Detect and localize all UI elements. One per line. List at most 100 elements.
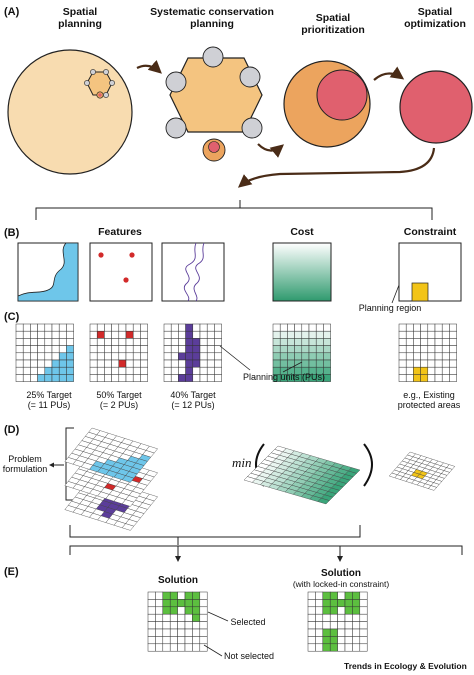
grid-cell <box>413 323 421 332</box>
grid-cell <box>344 591 353 600</box>
grid-cell <box>15 338 24 346</box>
grid-cell <box>89 352 98 361</box>
grid-cell <box>214 359 222 368</box>
grid-cell <box>51 359 60 368</box>
grid-cell <box>413 345 421 354</box>
grid-cell <box>66 323 74 332</box>
grid-cell <box>125 352 134 361</box>
grid-cell <box>132 359 141 368</box>
grid-cell <box>359 599 368 608</box>
grid-cell <box>185 338 194 346</box>
grid-cell <box>132 366 141 375</box>
grid-cell <box>192 345 201 354</box>
grid-cell <box>315 606 324 615</box>
solution-locked-grid <box>307 591 368 652</box>
grid-cell <box>337 599 346 608</box>
grid-cell <box>132 323 141 332</box>
grid-cell <box>352 636 361 645</box>
grid-cell <box>441 338 450 346</box>
grid-cell <box>30 338 38 346</box>
grid-cell <box>323 330 331 339</box>
grid-cell <box>398 330 407 339</box>
grid-cell <box>125 374 134 382</box>
grid-cell <box>155 599 164 608</box>
grid-cell <box>307 599 316 608</box>
grid-cell <box>279 330 288 339</box>
grid-cell <box>192 636 201 645</box>
grid-cell <box>322 599 331 608</box>
grid-cell <box>118 374 127 382</box>
grid-cell <box>170 359 179 368</box>
grid-cell <box>214 323 222 332</box>
paren-right <box>363 443 373 487</box>
grid-cell <box>337 643 346 652</box>
grid-cell <box>272 352 281 361</box>
grid-cell <box>163 330 172 339</box>
grid-cell <box>22 366 31 375</box>
grid-cell <box>329 628 338 637</box>
grid-cell <box>315 330 324 339</box>
grid-cell <box>178 330 186 339</box>
grid-cell <box>206 345 215 354</box>
grid-cell <box>178 345 186 354</box>
grid-cell <box>323 359 331 368</box>
grid-cell <box>449 352 457 361</box>
grid-cell <box>169 628 178 637</box>
grid-cell <box>132 338 141 346</box>
grid-cell <box>301 323 310 332</box>
grid-cell <box>37 323 46 332</box>
grid-cell <box>118 366 127 375</box>
grid-cell <box>96 330 105 339</box>
planning-units-label: Planning units (PUs) <box>242 372 326 382</box>
grid-cell <box>140 323 148 332</box>
grid-cell <box>118 345 127 354</box>
grid-cell <box>58 359 67 368</box>
grid-cell <box>104 330 112 339</box>
grid-cell <box>44 338 53 346</box>
grid-cell <box>427 374 436 382</box>
grid-cell <box>441 352 450 361</box>
grid-cell <box>441 330 450 339</box>
iso-grid-cell <box>317 497 330 505</box>
grid-cell <box>140 345 148 354</box>
grid-cell <box>140 330 148 339</box>
grid-cell <box>308 330 317 339</box>
grid-cell <box>352 628 361 637</box>
grid-cell <box>337 621 346 630</box>
grid-cell <box>441 366 450 375</box>
grid-cell <box>420 323 429 332</box>
grid-cell <box>162 591 171 600</box>
target-label-purple: 40% Target(= 12 PUs) <box>170 390 216 411</box>
grid-cell <box>111 352 120 361</box>
grid-cell <box>315 621 324 630</box>
grid-cell <box>37 352 46 361</box>
grid-cell <box>279 352 288 361</box>
grid-cell <box>104 352 112 361</box>
grid-cell <box>344 606 353 615</box>
grid-cell <box>192 621 201 630</box>
grid-cell <box>155 621 164 630</box>
panel-label-c: (C) <box>4 311 20 323</box>
panel-label-e: (E) <box>4 566 19 578</box>
grid-cell <box>323 345 331 354</box>
grid-cell <box>184 606 193 615</box>
cost-layer-iso <box>243 445 361 505</box>
arrow-a1 <box>136 60 162 74</box>
grid-cell <box>199 636 208 645</box>
grid-cell <box>58 323 67 332</box>
grid-cell <box>420 330 429 339</box>
grid-cell <box>398 345 407 354</box>
grid-cell <box>37 330 46 339</box>
grid-cell <box>352 613 361 622</box>
grid-cell <box>307 636 316 645</box>
grid-cell <box>111 323 120 332</box>
grid-cell <box>315 636 324 645</box>
grid-cell <box>199 628 208 637</box>
grid-cell <box>132 330 141 339</box>
grid-cell <box>329 599 338 608</box>
grid-cell <box>89 359 98 368</box>
grid-cell <box>22 330 31 339</box>
grid-cell <box>44 359 53 368</box>
grid-cell <box>30 323 38 332</box>
